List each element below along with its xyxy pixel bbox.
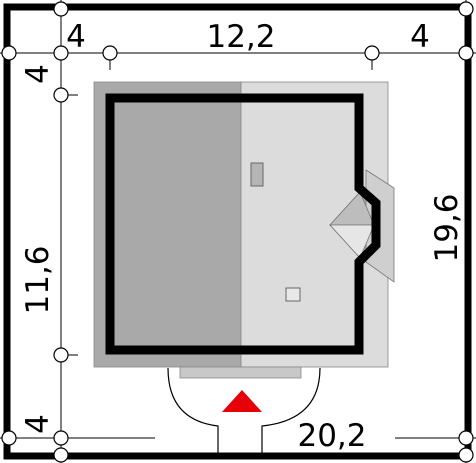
roof-dark-half xyxy=(93,81,242,368)
node xyxy=(1,45,17,61)
dim-bottom-total: 20,2 xyxy=(297,418,366,454)
dim-left-top-setback: 4 xyxy=(20,64,56,84)
node xyxy=(458,430,474,446)
node xyxy=(458,1,474,17)
plot-boundary xyxy=(3,3,472,460)
dim-top-width: 12,2 xyxy=(206,19,275,55)
building-outline xyxy=(105,93,381,355)
node xyxy=(1,430,17,446)
node xyxy=(53,347,69,363)
node xyxy=(364,45,380,61)
entrance-driveway xyxy=(167,367,321,456)
node xyxy=(458,45,474,61)
dim-right-total: 19,6 xyxy=(429,193,465,262)
chimney-lower xyxy=(285,287,301,302)
node xyxy=(458,447,474,463)
porch-roof xyxy=(179,366,302,379)
node xyxy=(53,87,69,103)
node xyxy=(53,1,69,17)
bay-ridge-lower xyxy=(329,224,375,259)
node xyxy=(53,45,69,61)
roof-plan xyxy=(93,81,395,379)
node xyxy=(53,447,69,463)
entrance-triangle-icon xyxy=(222,390,262,412)
node xyxy=(102,45,118,61)
dim-left-depth: 11,6 xyxy=(20,245,56,314)
dim-top-left-setback: 4 xyxy=(66,19,86,55)
dim-left-bottom-setback: 4 xyxy=(20,414,56,434)
dim-top-right-setback: 4 xyxy=(410,19,430,55)
node xyxy=(53,430,69,446)
chimney-upper xyxy=(250,162,264,187)
